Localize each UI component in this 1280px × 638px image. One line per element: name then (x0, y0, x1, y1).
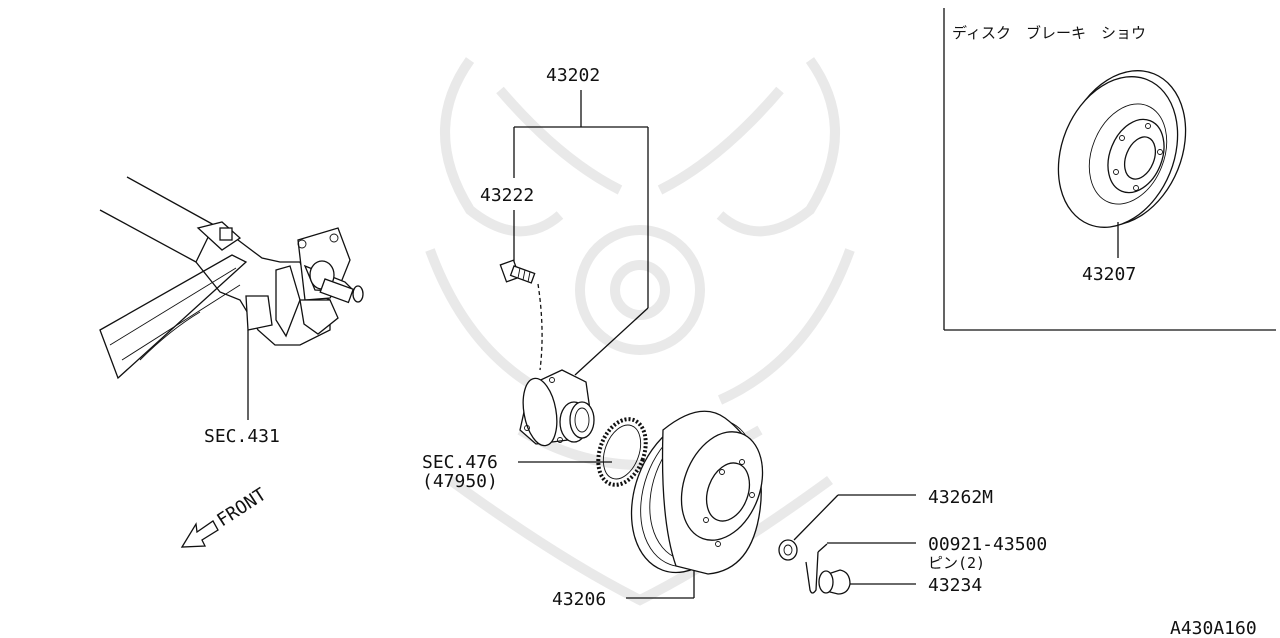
label-43262m[interactable]: 43262M (928, 487, 993, 508)
label-43207[interactable]: 43207 (1082, 264, 1136, 285)
label-sec-431[interactable]: SEC.431 (204, 426, 280, 447)
watermark-emblem (425, 57, 855, 606)
label-sec-476-sub: (47950) (422, 471, 498, 492)
sensor-rotor-ring (596, 417, 648, 487)
cotter-pin (805, 543, 828, 594)
hub-bearing (519, 369, 595, 447)
bolt-dashed-leader (537, 283, 543, 371)
leader-43262m-a (793, 494, 839, 541)
inset-title: ディスク ブレーキ ショウ (952, 24, 1146, 42)
brake-disc-rotor (1057, 70, 1187, 228)
label-sec-476[interactable]: SEC.476 (422, 452, 498, 473)
inset-disc-brake-box (943, 8, 1276, 331)
label-43234[interactable]: 43234 (928, 575, 982, 596)
rear-axle-assembly (99, 176, 364, 380)
label-43222[interactable]: 43222 (480, 185, 534, 206)
label-43206[interactable]: 43206 (552, 589, 606, 610)
label-front: FRONT (213, 484, 270, 531)
hub-nut (778, 539, 798, 561)
label-43202[interactable]: 43202 (546, 65, 600, 86)
brake-drum (630, 410, 764, 575)
grease-cap (818, 569, 851, 595)
hub-bolt (499, 259, 536, 284)
drawing-code: A430A160 (1170, 618, 1257, 638)
label-pin-quantity: ピン(2) (928, 554, 985, 572)
label-pin-part-number[interactable]: 00921-43500 (928, 534, 1047, 555)
front-direction-arrow (180, 520, 219, 548)
bracket-43202 (513, 90, 649, 376)
